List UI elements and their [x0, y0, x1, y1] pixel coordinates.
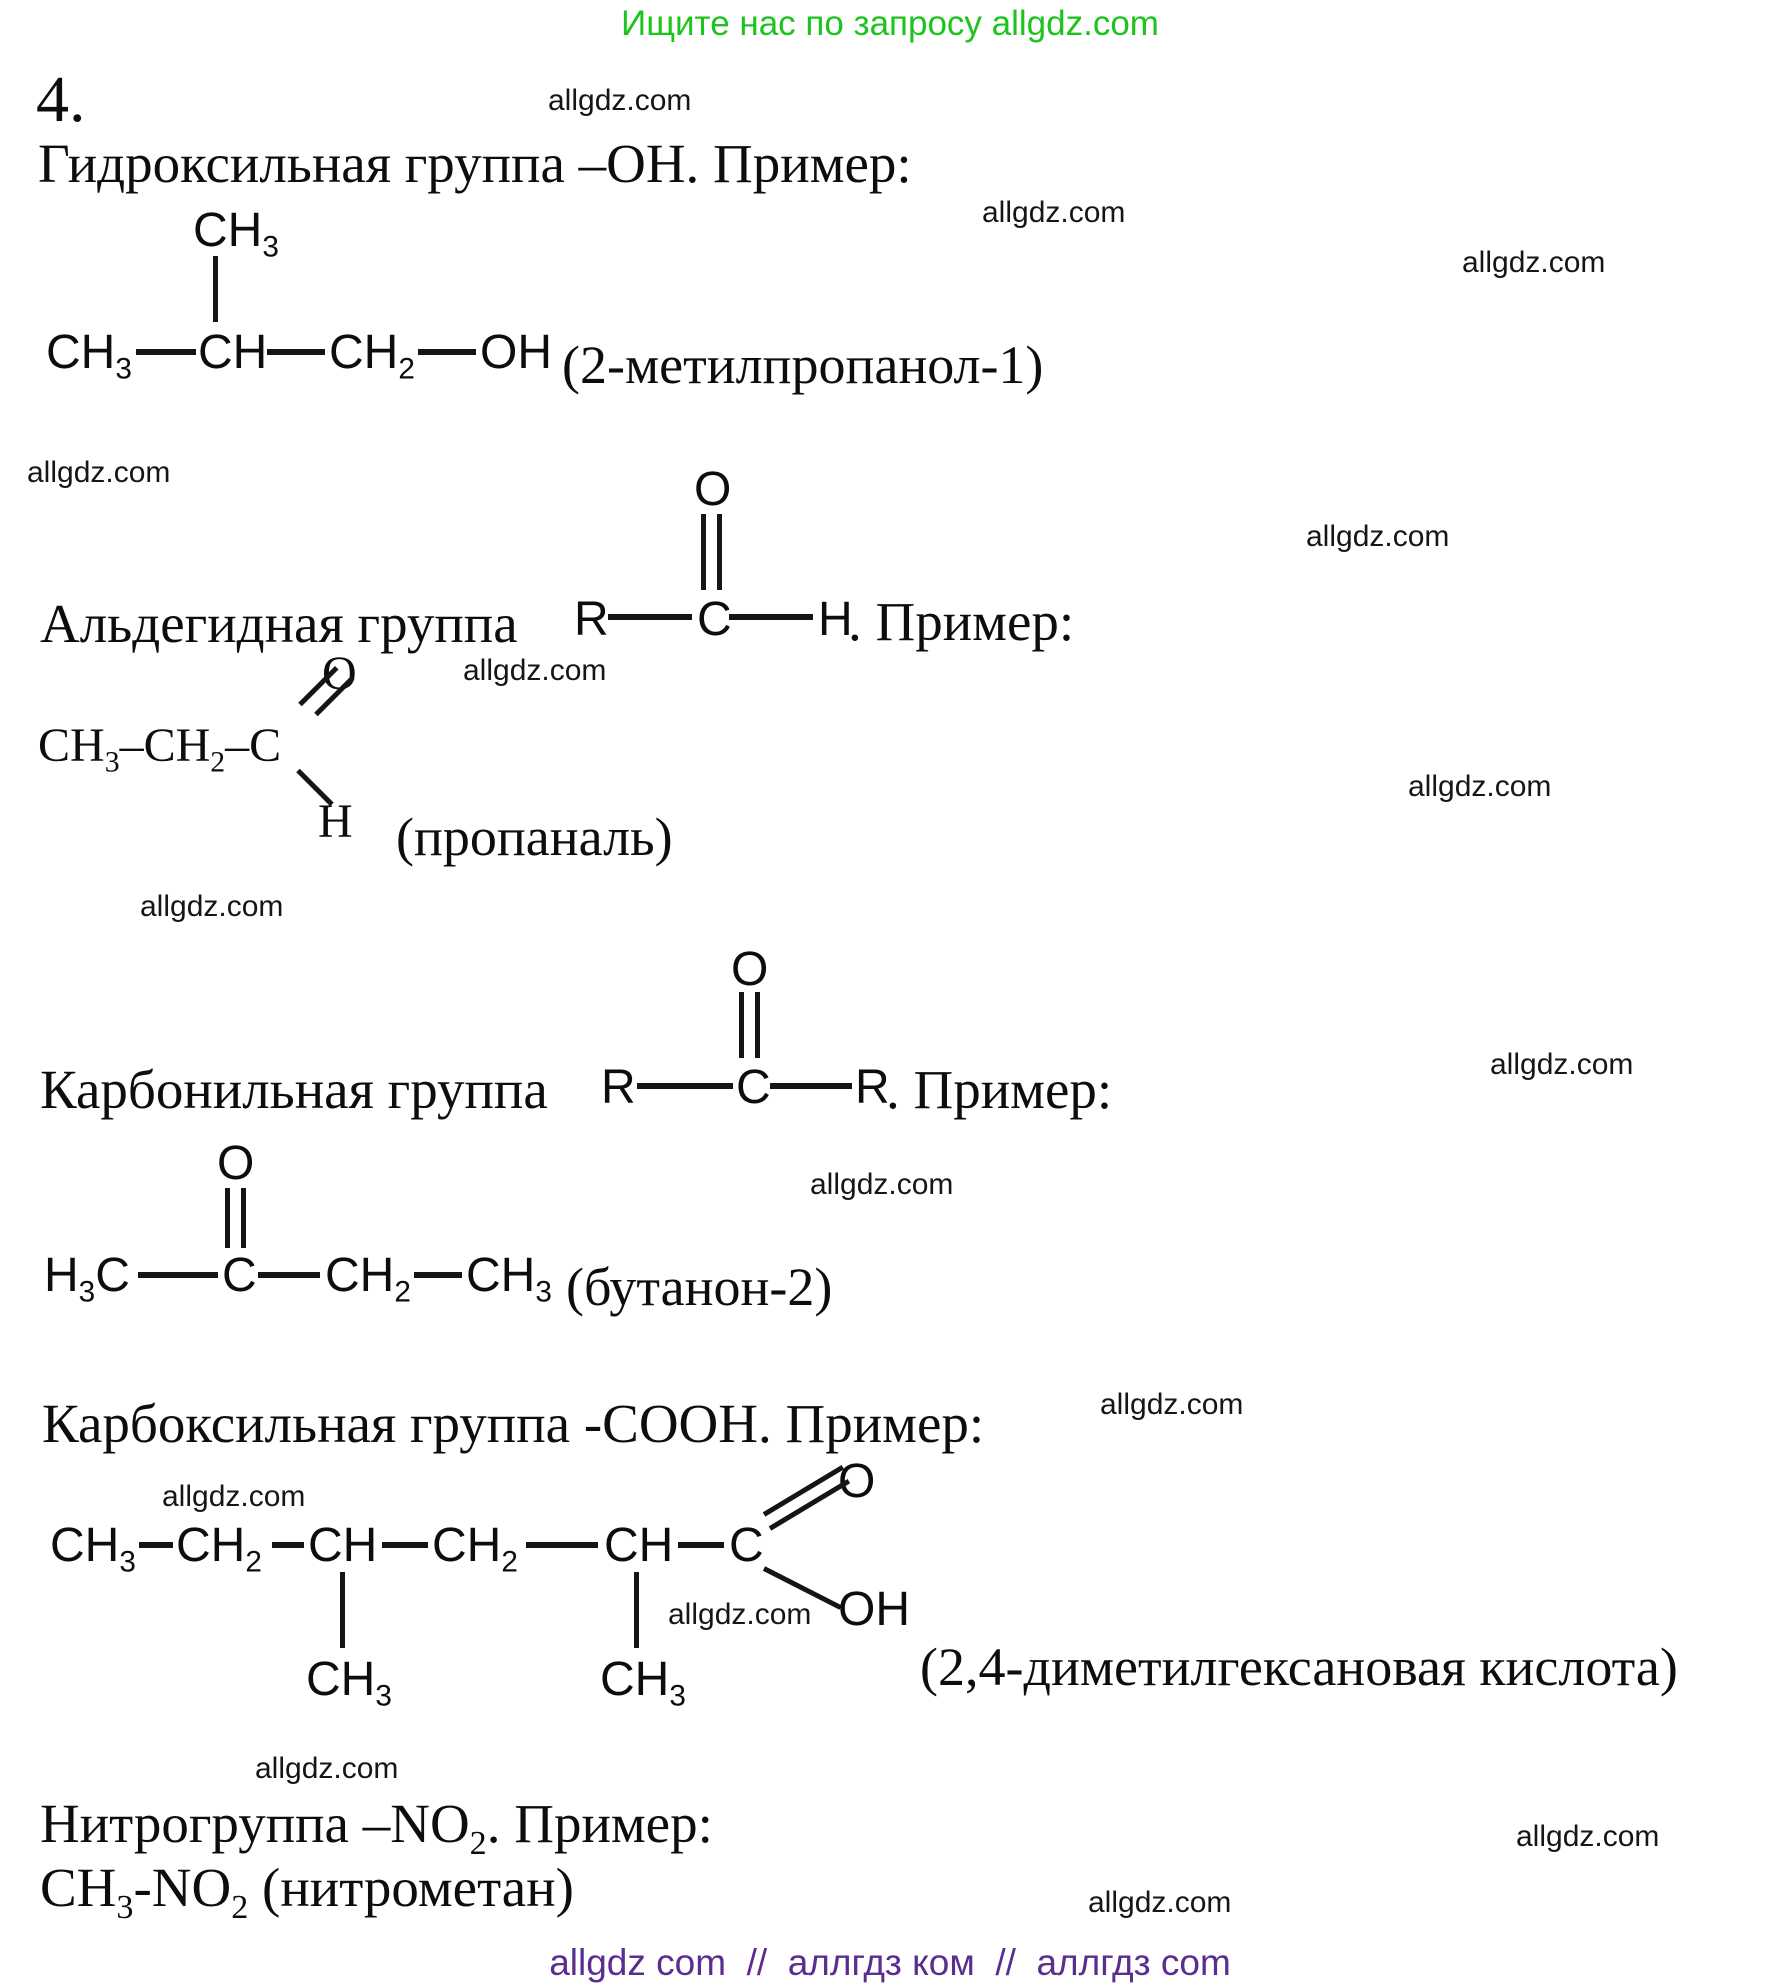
- atom-ch: CH: [604, 1519, 674, 1572]
- atom-branch-ch3: CH3: [306, 1653, 392, 1713]
- watermark: allgdz.com: [982, 196, 1126, 229]
- carbonyl-after: . Пример:: [886, 1059, 1113, 1120]
- watermark: allgdz.com: [810, 1168, 954, 1201]
- atom-c: C: [729, 1519, 764, 1572]
- atom-branch-ch3: CH3: [193, 204, 279, 264]
- bond: [526, 1542, 598, 1548]
- atom-c: C: [222, 1249, 257, 1302]
- atom-oh: OH: [480, 326, 552, 379]
- aldehyde-after: . Пример:: [848, 591, 1075, 652]
- watermark: allgdz.com: [1100, 1388, 1244, 1421]
- watermark: allgdz.com: [1306, 520, 1450, 553]
- atom-ch3: CH3: [50, 1519, 136, 1579]
- atom-r2: R: [855, 1061, 890, 1114]
- atom-ch3: CH3: [46, 326, 132, 386]
- double-bond-line: [739, 992, 744, 1058]
- watermark: allgdz.com: [1088, 1886, 1232, 1919]
- watermark: allgdz.com: [1408, 770, 1552, 803]
- bond-ch3-ch: [136, 349, 196, 355]
- branch-bond-line: [634, 1572, 639, 1648]
- promo-banner: Ищите нас по запросу allgdz.com: [621, 4, 1159, 43]
- atom-o-butanone: O: [217, 1137, 255, 1190]
- atom-ch2: CH2: [325, 1249, 411, 1309]
- atom-ch: CH: [308, 1519, 378, 1572]
- atom-ch2: CH2: [329, 326, 415, 386]
- watermark: allgdz.com: [668, 1598, 812, 1631]
- watermark: allgdz.com: [1516, 1820, 1660, 1853]
- watermark: allgdz.com: [140, 890, 284, 923]
- atom-h-propanal: H: [318, 795, 353, 848]
- item-number: 4.: [36, 63, 86, 136]
- bond-ch-ch2: [267, 349, 325, 355]
- bond: [272, 1542, 304, 1548]
- atom-c: C: [697, 593, 732, 646]
- atom-r1: R: [601, 1061, 636, 1114]
- bond-c-ch2: [258, 1272, 320, 1278]
- watermark: allgdz.com: [1462, 246, 1606, 279]
- double-bond-line: [755, 992, 760, 1058]
- hydroxyl-example-name: (2-метилпропанол-1): [562, 335, 1044, 395]
- bond: [382, 1542, 428, 1548]
- bond-c-h: [729, 614, 813, 620]
- bond: [678, 1542, 724, 1548]
- double-bond-line: [701, 514, 706, 590]
- footer-promo: allgdz com // аллгдз ком // аллгдз com: [549, 1942, 1231, 1983]
- bond-r-c: [637, 1083, 733, 1089]
- double-bond-line: [225, 1188, 230, 1248]
- atom-h: H: [818, 593, 853, 646]
- watermark: allgdz.com: [1490, 1048, 1634, 1081]
- bond-h3c-c: [138, 1272, 218, 1278]
- atom-o-aldehyde: O: [694, 463, 732, 516]
- atom-c: C: [736, 1061, 771, 1114]
- bond-r-c: [608, 614, 692, 620]
- bond-ch2-oh: [418, 349, 476, 355]
- carboxyl-title: Карбоксильная группа -СООН. Пример:: [42, 1393, 985, 1454]
- watermark: allgdz.com: [548, 84, 692, 117]
- hydroxyl-title: Гидроксильная группа –ОН. Пример:: [38, 133, 912, 194]
- atom-o-carbonyl: O: [731, 943, 769, 996]
- bond: [139, 1542, 173, 1548]
- atom-ch2: CH2: [176, 1519, 262, 1579]
- atom-ch3: CH3: [466, 1249, 552, 1309]
- double-bond-line: [241, 1188, 246, 1248]
- carbonyl-title: Карбонильная группа: [40, 1059, 548, 1120]
- watermark: allgdz.com: [162, 1480, 306, 1513]
- atom-r: R: [574, 593, 609, 646]
- atom-ch2: CH2: [432, 1519, 518, 1579]
- atom-branch-ch3: CH3: [600, 1653, 686, 1713]
- atom-oh: OH: [838, 1583, 910, 1636]
- aldehyde-title: Альдегидная группа: [40, 593, 518, 654]
- bond-ch2-ch3: [414, 1272, 462, 1278]
- nitro-example: CH3-NO2 (нитрометан): [40, 1857, 574, 1926]
- aldehyde-example-name: (пропаналь): [396, 807, 673, 867]
- carboxyl-example-name: (2,4-диметилгексановая кислота): [920, 1637, 1678, 1697]
- branch-bond-line: [340, 1572, 345, 1648]
- watermark: allgdz.com: [255, 1752, 399, 1785]
- bond-vertical-ch3-ch: [213, 256, 218, 322]
- watermark: allgdz.com: [463, 654, 607, 687]
- propanal-chain: CH3–CH2–C: [38, 719, 282, 779]
- atom-ch: CH: [198, 326, 268, 379]
- watermark: allgdz.com: [27, 456, 171, 489]
- bond-c-r: [770, 1083, 852, 1089]
- nitro-title: Нитрогруппа –NO2. Пример:: [40, 1793, 713, 1862]
- carbonyl-example-name: (бутанон-2): [566, 1257, 833, 1317]
- double-bond-line: [717, 514, 722, 590]
- atom-h3c: H3C: [44, 1249, 130, 1309]
